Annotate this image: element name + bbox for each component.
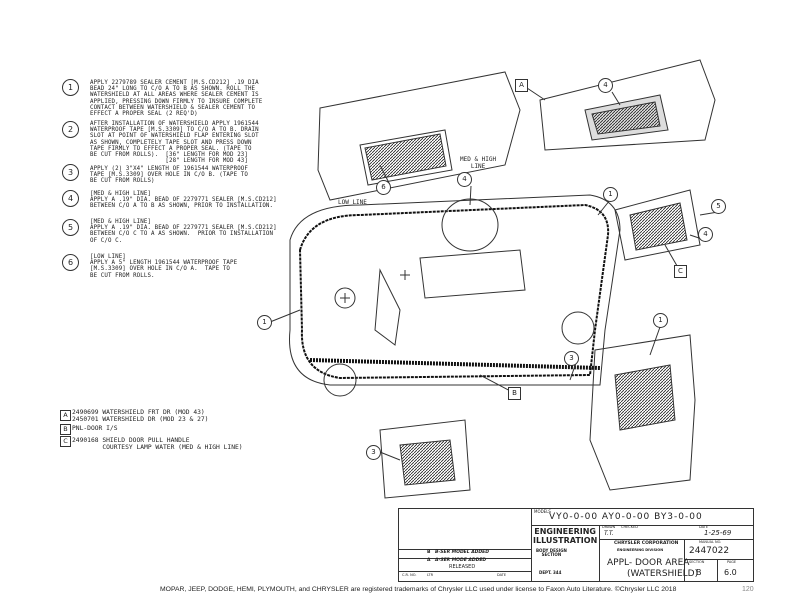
note-text: AFTER INSTALLATION OF WATERSHIELD APPLY … bbox=[90, 121, 259, 165]
callout: 1 bbox=[257, 315, 272, 330]
date-label: DATE bbox=[699, 525, 709, 529]
legend-text: PNL-DOOR I/S bbox=[72, 425, 118, 432]
dept: DEPT. 344 bbox=[539, 570, 562, 575]
cr-no-label: C.R. NO. bbox=[402, 573, 417, 577]
legend-text: 2490168 SHIELD DOOR PULL HANDLE COURTESY… bbox=[72, 437, 243, 451]
note-text: APPLY 2279789 SEALER CEMENT [M.S.CD212] … bbox=[90, 80, 263, 118]
detail-circle bbox=[441, 198, 499, 252]
callout: B bbox=[508, 387, 521, 400]
note-number: 6 bbox=[62, 254, 79, 271]
note-text: [MED & HIGH LINE] APPLY A .19" DIA. BEAD… bbox=[90, 219, 277, 244]
revision-text: A-SER MODE ADDED bbox=[435, 558, 487, 563]
manual-label: MANUAL NO. bbox=[699, 540, 722, 544]
detail-med-high bbox=[539, 59, 716, 151]
page: 6.0 bbox=[724, 568, 737, 577]
note-number: 5 bbox=[62, 219, 79, 236]
models: VY0-0-00 AY0-0-00 BY3-0-00 bbox=[549, 512, 703, 522]
drawn-label: DRAWN bbox=[602, 525, 616, 529]
callout: 1 bbox=[603, 187, 618, 202]
legend-key: A bbox=[60, 410, 71, 421]
revision-letter: A bbox=[427, 558, 431, 563]
note-number: 3 bbox=[62, 164, 79, 181]
label-low-line: LOW LINE bbox=[338, 199, 367, 206]
body-design: BODY DESIGN SECTION bbox=[536, 548, 567, 558]
page-number: 120 bbox=[742, 586, 754, 593]
callout: C bbox=[674, 265, 687, 278]
checked-label: CHECKED bbox=[621, 525, 638, 529]
engineering-illustration: ENGINEERING ILLUSTRATION bbox=[533, 527, 598, 545]
drawn: T.T. bbox=[604, 530, 614, 537]
note-text: [LOW LINE] APPLY A 5" LENGTH 1961544 WAT… bbox=[90, 254, 238, 279]
note-text: APPLY (2) 3"X4" LENGTH OF 1961544 WATERP… bbox=[90, 166, 248, 185]
detail-low-line bbox=[317, 71, 521, 201]
manual-number: 2447022 bbox=[689, 546, 730, 556]
callout: A bbox=[515, 79, 528, 92]
callout: 5 bbox=[711, 199, 726, 214]
date: 1-25-69 bbox=[704, 529, 732, 537]
callout: 4 bbox=[598, 78, 613, 93]
trademark-footer: MOPAR, JEEP, DODGE, HEMI, PLYMOUTH, and … bbox=[160, 586, 677, 593]
page-label: PAGE bbox=[727, 560, 737, 564]
released: RELEASED bbox=[449, 564, 476, 570]
date-col-label: DATE bbox=[497, 573, 507, 577]
door-inner-panel bbox=[289, 194, 621, 386]
division: ENGINEERING DIVISION bbox=[617, 548, 664, 552]
note-number: 1 bbox=[62, 79, 79, 96]
callout: 4 bbox=[457, 172, 472, 187]
callout: 3 bbox=[564, 351, 579, 366]
section: B bbox=[696, 568, 702, 577]
drawing-subtitle: (WATERSHIELD) bbox=[627, 569, 699, 579]
ltr-label: LTR bbox=[427, 573, 434, 577]
title-block: MODELS VY0-0-00 AY0-0-00 BY3-0-00 ENGINE… bbox=[398, 508, 754, 582]
callout: 1 bbox=[653, 313, 668, 328]
callout: 4 bbox=[698, 227, 713, 242]
callout: 6 bbox=[376, 180, 391, 195]
note-number: 4 bbox=[62, 190, 79, 207]
legend-key: C bbox=[60, 436, 71, 447]
drawing-title: APPL- DOOR AREA bbox=[607, 558, 690, 568]
revision-text: B-SER MODEL ADDED bbox=[435, 550, 489, 555]
legend-key: B bbox=[60, 424, 71, 435]
note-number: 2 bbox=[62, 121, 79, 138]
revision-letter: B bbox=[427, 550, 431, 555]
legend-text: 2490699 WATERSHIELD FRT DR (MOD 43) 2450… bbox=[72, 409, 209, 423]
label-med-high-line: MED & HIGH LINE bbox=[460, 156, 497, 170]
note-text: [MED & HIGH LINE] APPLY A .19" DIA. BEAD… bbox=[90, 191, 277, 210]
section-label: SECTION bbox=[689, 560, 705, 564]
corporation: CHRYSLER CORPORATION bbox=[614, 541, 679, 546]
models-label: MODELS bbox=[534, 509, 551, 514]
callout: 3 bbox=[366, 445, 381, 460]
